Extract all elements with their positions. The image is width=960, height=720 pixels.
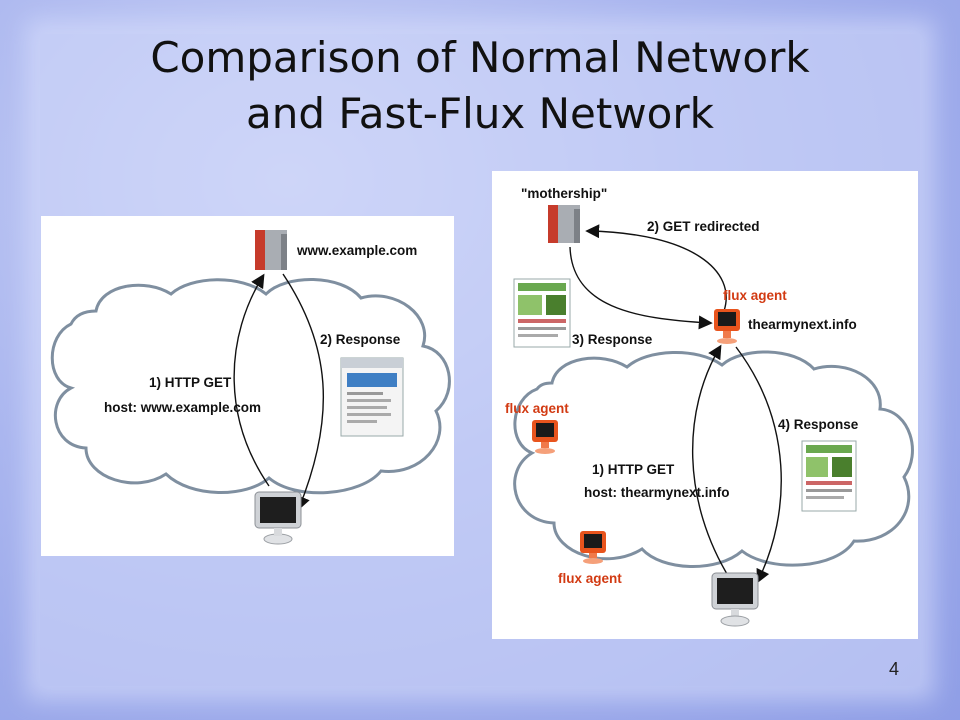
client-computer-icon (254, 491, 302, 545)
fast-flux-network-diagram: "mothership" 2) GET redirected 3) Respon… (492, 171, 918, 639)
redirect-label: 2) GET redirected (647, 219, 760, 234)
response-arrow (282, 273, 325, 511)
agent-host-label: thearmynext.info (748, 317, 857, 332)
request-label-line2: host: www.example.com (104, 400, 261, 415)
webpage-thumbnail-icon (513, 278, 571, 348)
request-label-line2: host: thearmynext.info (584, 485, 730, 500)
normal-network-diagram: www.example.com 2) Response 1) HTTP GET … (41, 216, 454, 556)
cloud-shape (513, 350, 914, 568)
response-label: 2) Response (320, 332, 401, 347)
flux-agent-top-label: flux agent (723, 288, 787, 303)
request-label-line1: 1) HTTP GET (149, 375, 232, 390)
mothership-server-icon (548, 205, 580, 243)
response3-label: 3) Response (572, 332, 653, 347)
flux-agent-left-label: flux agent (505, 401, 569, 416)
mothership-label: "mothership" (521, 186, 607, 201)
flux-agent-left-icon (532, 420, 558, 454)
request-label-line1: 1) HTTP GET (592, 462, 675, 477)
web-server-icon (255, 230, 287, 270)
flux-agent-top-icon (714, 309, 740, 344)
title-line-2: and Fast-Flux Network (246, 89, 714, 138)
response4-label: 4) Response (778, 417, 859, 432)
request-arrow (691, 344, 731, 580)
title-line-1: Comparison of Normal Network (150, 33, 810, 82)
response3-arrow (569, 246, 713, 330)
slide-title: Comparison of Normal Network and Fast-Fl… (0, 30, 960, 142)
client-computer-icon (711, 572, 759, 627)
webpage-thumbnail-icon (340, 357, 404, 437)
request-arrow (233, 273, 270, 487)
server-label: www.example.com (296, 243, 417, 258)
cloud-shape (50, 278, 451, 495)
flux-agent-bottom-icon (580, 531, 606, 564)
webpage-thumbnail-icon (801, 440, 857, 512)
flux-agent-bottom-label: flux agent (558, 571, 622, 586)
response4-arrow (735, 346, 782, 584)
redirect-arrow (585, 224, 727, 312)
page-number: 4 (889, 659, 900, 679)
